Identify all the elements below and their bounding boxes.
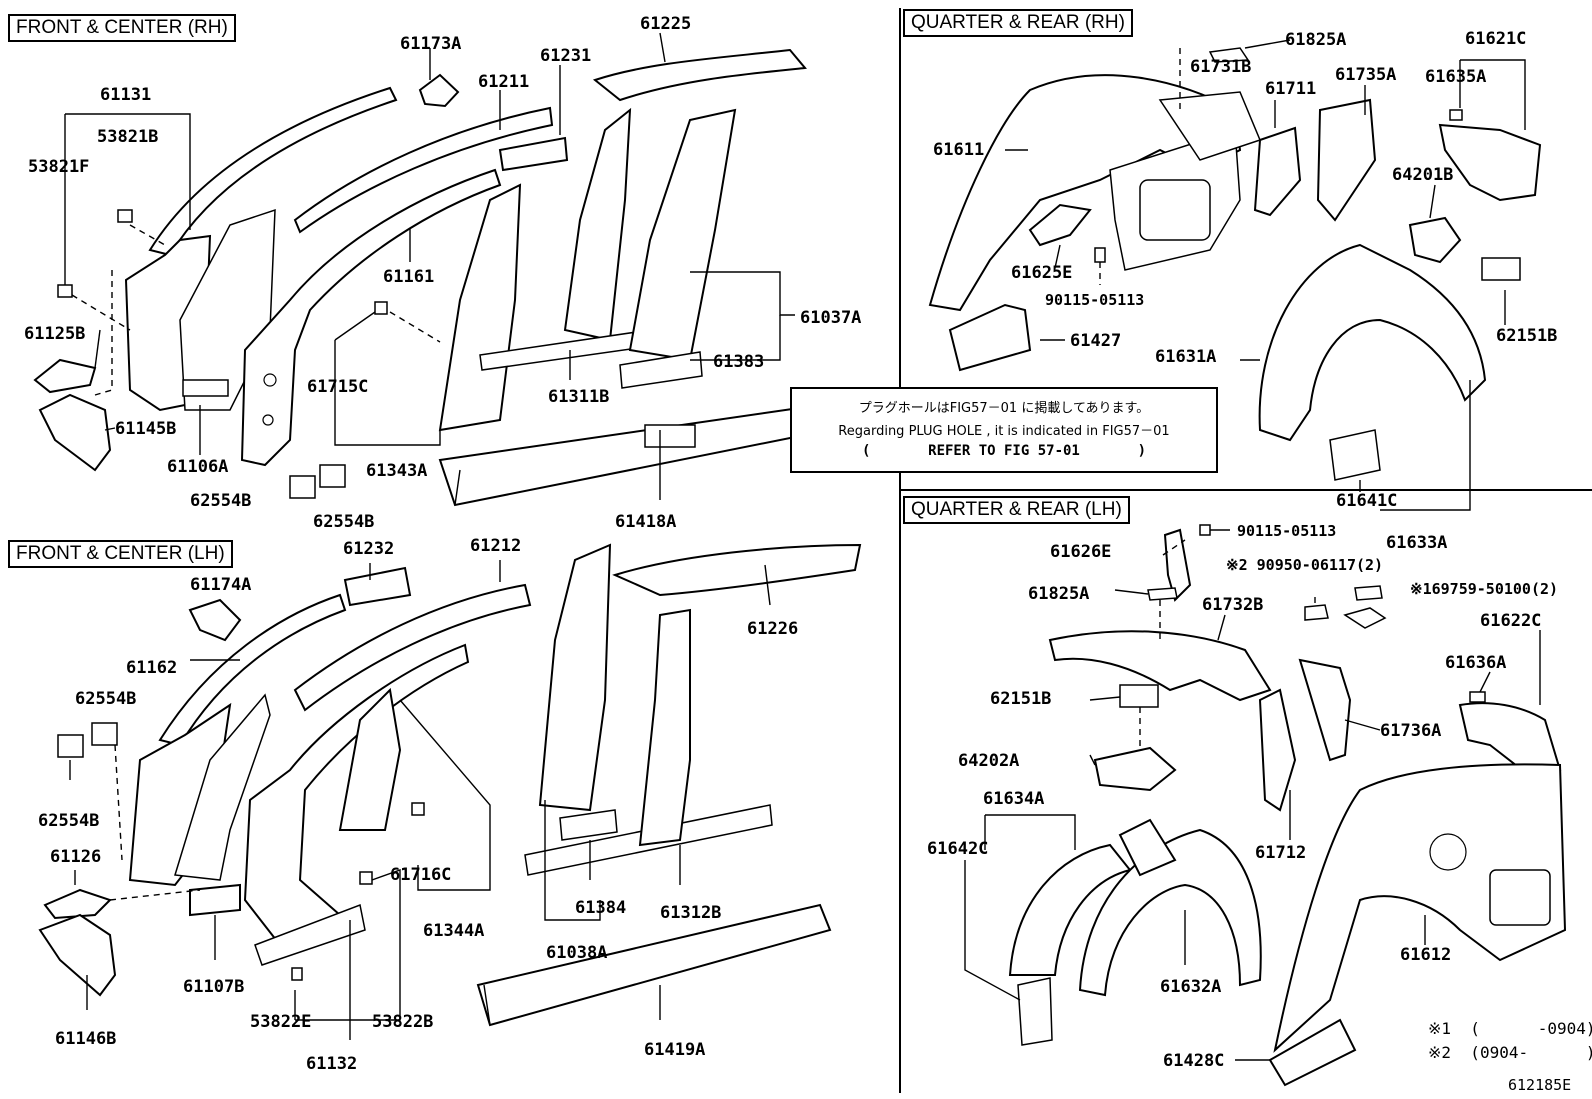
part-label[interactable]: 62554B xyxy=(313,512,375,532)
part-label[interactable]: 61626E xyxy=(1050,542,1112,562)
part-label[interactable]: 61621C xyxy=(1465,29,1527,49)
part-label[interactable]: 61631A xyxy=(1155,347,1217,367)
part-label[interactable]: 61641C xyxy=(1336,491,1398,511)
note-close-paren: ) xyxy=(1137,443,1146,459)
part-label[interactable]: 61642C xyxy=(927,839,989,859)
part-label[interactable]: 61735A xyxy=(1335,65,1397,85)
part-label[interactable]: 53821F xyxy=(28,157,90,177)
part-label[interactable]: 61311B xyxy=(548,387,610,407)
part-label[interactable]: 53822E xyxy=(250,1012,312,1032)
part-label[interactable]: 61633A xyxy=(1386,533,1448,553)
plug-hole-note: プラグホールはFIG57－01 に掲載してあります。 Regarding PLU… xyxy=(790,387,1218,473)
part-label[interactable]: 61037A xyxy=(800,308,862,328)
part-label[interactable]: 61715C xyxy=(307,377,369,397)
part-label[interactable]: 61212 xyxy=(470,536,522,556)
part-label[interactable]: 61634A xyxy=(983,789,1045,809)
part-label[interactable]: 61145B xyxy=(115,419,177,439)
part-label[interactable]: 62554B xyxy=(190,491,252,511)
part-label[interactable]: 61635A xyxy=(1425,67,1487,87)
section-title-quarter-rear-lh: QUARTER & REAR (LH) xyxy=(903,496,1130,524)
part-label[interactable]: 61825A xyxy=(1285,30,1347,50)
part-label[interactable]: 61226 xyxy=(747,619,799,639)
part-label[interactable]: 61419A xyxy=(644,1040,706,1060)
part-label[interactable]: 62554B xyxy=(75,689,137,709)
part-label[interactable]: 61146B xyxy=(55,1029,117,1049)
part-label[interactable]: 61126 xyxy=(50,847,102,867)
note-open-paren: ( xyxy=(862,443,871,459)
vertical-divider xyxy=(899,8,901,1093)
diagram-id: 612185E xyxy=(1508,1076,1572,1094)
part-label[interactable]: 61428C xyxy=(1163,1051,1225,1071)
part-label[interactable]: 53822B xyxy=(372,1012,434,1032)
part-label[interactable]: 61132 xyxy=(306,1054,358,1074)
part-label[interactable]: 64202A xyxy=(958,751,1020,771)
part-label[interactable]: 61384 xyxy=(575,898,627,918)
part-label[interactable]: 90115-05113 xyxy=(1045,291,1145,309)
part-label[interactable]: 61344A xyxy=(423,921,485,941)
part-label[interactable]: 61427 xyxy=(1070,331,1122,351)
part-label[interactable]: 62151B xyxy=(990,689,1052,709)
part-label[interactable]: 61622C xyxy=(1480,611,1542,631)
part-label[interactable]: 61125B xyxy=(24,324,86,344)
part-label[interactable]: 61038A xyxy=(546,943,608,963)
part-label[interactable]: 61625E xyxy=(1011,263,1073,283)
part-label[interactable]: 53821B xyxy=(97,127,159,147)
part-label[interactable]: 61231 xyxy=(540,46,592,66)
part-label[interactable]: 61825A xyxy=(1028,584,1090,604)
part-label[interactable]: 61712 xyxy=(1255,843,1307,863)
horizontal-divider xyxy=(900,489,1592,491)
part-label[interactable]: 61632A xyxy=(1160,977,1222,997)
note-reference: ( REFER TO FIG 57-01 ) xyxy=(792,443,1216,459)
part-label[interactable]: 61211 xyxy=(478,72,530,92)
part-label[interactable]: 61343A xyxy=(366,461,428,481)
part-label[interactable]: 61732B xyxy=(1202,595,1264,615)
note-line-jp: プラグホールはFIG57－01 に掲載してあります。 xyxy=(858,401,1150,416)
part-label[interactable]: 90115-05113 xyxy=(1237,522,1337,540)
note-line-en: Regarding PLUG HOLE , it is indicated in… xyxy=(838,424,1170,439)
part-label[interactable]: 61107B xyxy=(183,977,245,997)
part-label[interactable]: 61106A xyxy=(167,457,229,477)
part-label[interactable]: 61383 xyxy=(713,352,765,372)
part-label[interactable]: 64201B xyxy=(1392,165,1454,185)
legend-line-2: ※2 (0904- ) xyxy=(1428,1043,1592,1062)
part-label[interactable]: 61711 xyxy=(1265,79,1317,99)
section-title-front-center-rh: FRONT & CENTER (RH) xyxy=(8,14,236,42)
note-reference-text: REFER TO FIG 57-01 xyxy=(928,443,1080,459)
part-label[interactable]: ※2 90950-06117(2) xyxy=(1226,556,1384,574)
part-label[interactable]: 61716C xyxy=(390,865,452,885)
part-label[interactable]: 61731B xyxy=(1190,57,1252,77)
part-label[interactable]: 61611 xyxy=(933,140,985,160)
part-label[interactable]: 61418A xyxy=(615,512,677,532)
part-label[interactable]: 61173A xyxy=(400,34,462,54)
part-label[interactable]: 62554B xyxy=(38,811,100,831)
legend-line-1: ※1 ( -0904) xyxy=(1428,1019,1592,1038)
part-label[interactable]: 61162 xyxy=(126,658,178,678)
part-label[interactable]: ※169759-50100(2) xyxy=(1410,580,1559,598)
part-label[interactable]: 62151B xyxy=(1496,326,1558,346)
part-label[interactable]: 61161 xyxy=(383,267,435,287)
part-label[interactable]: 61174A xyxy=(190,575,252,595)
section-title-quarter-rear-rh: QUARTER & REAR (RH) xyxy=(903,9,1133,37)
part-label[interactable]: 61232 xyxy=(343,539,395,559)
part-label[interactable]: 61131 xyxy=(100,85,152,105)
part-label[interactable]: 61612 xyxy=(1400,945,1452,965)
part-label[interactable]: 61736A xyxy=(1380,721,1442,741)
section-title-front-center-lh: FRONT & CENTER (LH) xyxy=(8,540,233,568)
part-label[interactable]: 61636A xyxy=(1445,653,1507,673)
part-label[interactable]: 61312B xyxy=(660,903,722,923)
part-label[interactable]: 61225 xyxy=(640,14,692,34)
